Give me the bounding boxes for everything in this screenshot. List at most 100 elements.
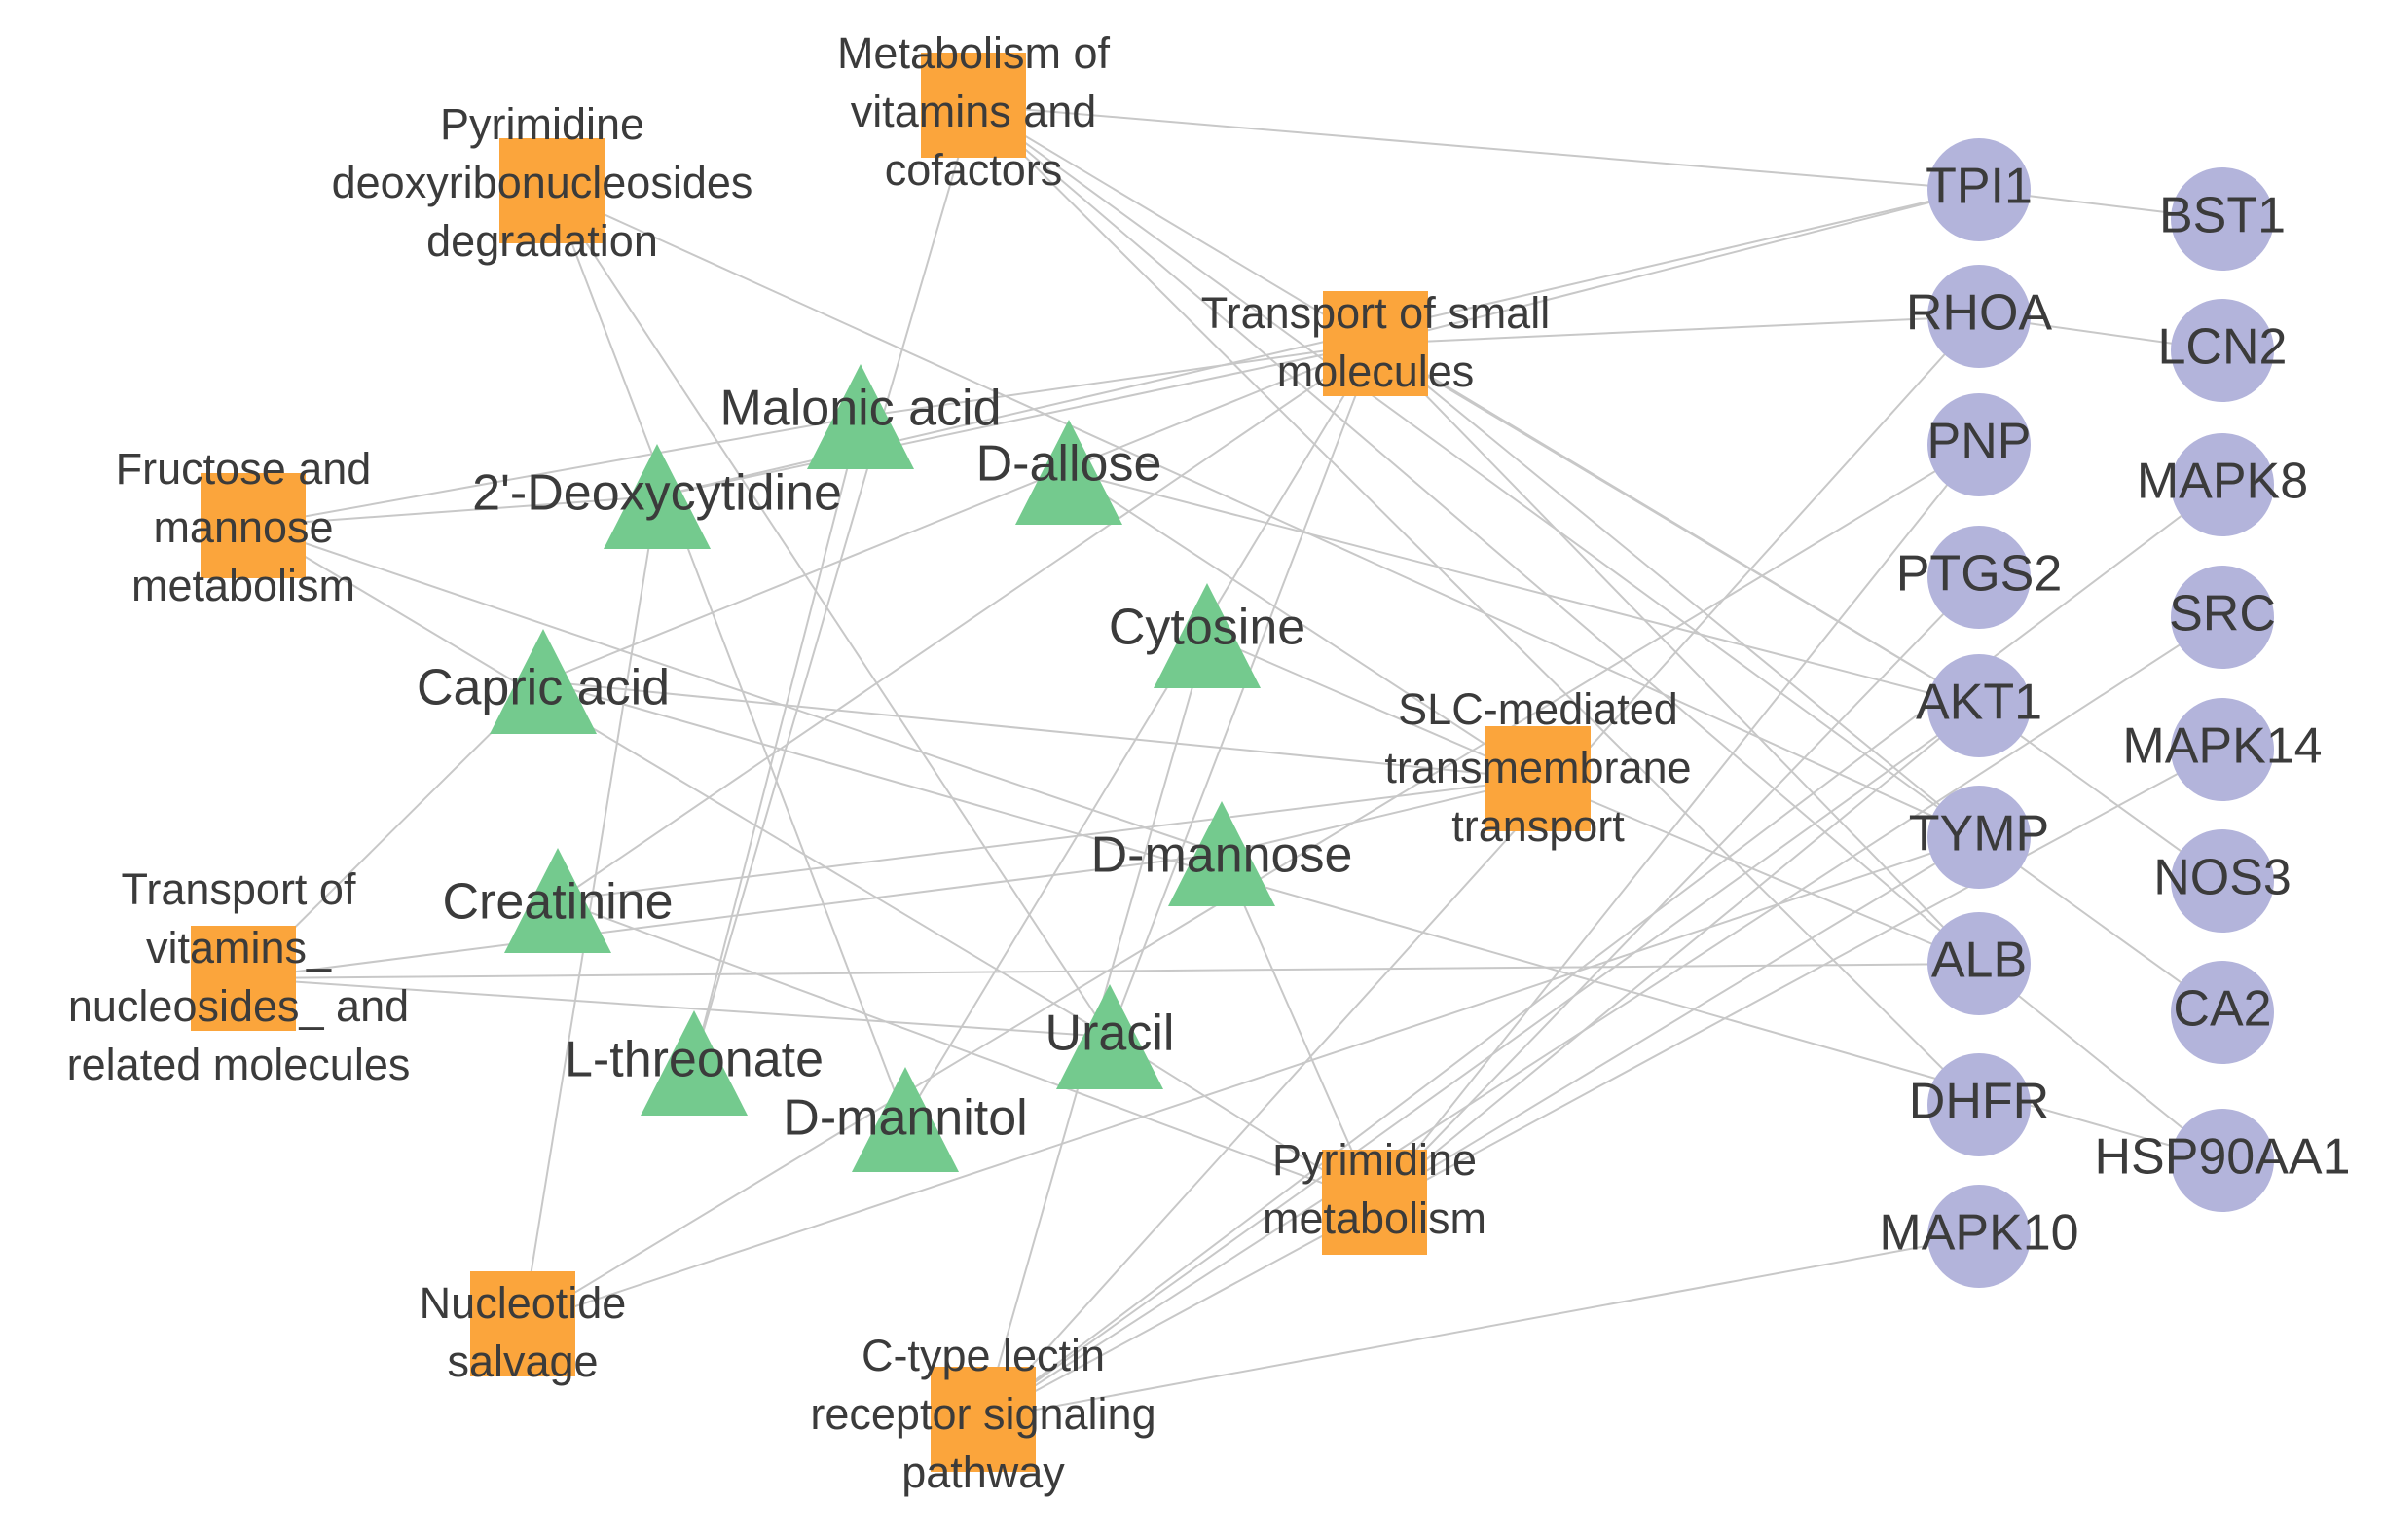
target-circle — [1927, 265, 2031, 368]
metabolite-node-dallose[interactable]: D-allose — [976, 420, 1162, 525]
metabolite-triangle — [852, 1067, 959, 1172]
pathway-label-line: Fructose and — [116, 444, 372, 494]
metabolite-node-capric[interactable]: Capric acid — [417, 629, 670, 734]
pathway-label: Transport of vitamins_ nucleosides_ and rel… — [67, 864, 411, 1089]
target-node-nos3[interactable]: NOS3 — [2153, 829, 2292, 933]
target-label: MAPK8 — [2137, 454, 2308, 510]
target-label: MAPK10 — [1879, 1205, 2078, 1262]
target-label: MAPK14 — [2122, 718, 2322, 775]
target-circle — [1927, 1185, 2031, 1288]
pathway-label-line: related molecules — [67, 1040, 411, 1089]
pathway-label-line: Pyrimidine — [440, 99, 644, 149]
target-circle — [2171, 698, 2274, 801]
edge-p_ctype-t_akt1 — [982, 705, 1980, 1420]
edge-p_pyrdeg-t_tymp — [551, 190, 1980, 838]
edge-p_transsmall-t_tpi1 — [1375, 189, 1980, 345]
pathway-label-line: nucleosides_ and — [68, 981, 409, 1031]
target-label: ALB — [1931, 933, 2027, 989]
metabolite-node-dmannitol[interactable]: D-mannitol — [783, 1067, 1028, 1172]
pathway-square — [191, 926, 296, 1031]
metabolite-node-creatinine[interactable]: Creatinine — [442, 848, 674, 953]
pathway-label-line: vitamins_ — [146, 923, 332, 972]
metabolite-label: Creatinine — [442, 874, 673, 931]
metabolite-node-lthreonate[interactable]: L-threonate — [565, 1010, 824, 1116]
target-node-tymp[interactable]: TYMP — [1909, 786, 2049, 889]
pathway-label-line: Nucleotide — [420, 1278, 627, 1328]
metabolite-node-uracil[interactable]: Uracil — [1045, 984, 1175, 1089]
target-node-lcn2[interactable]: LCN2 — [2158, 299, 2288, 402]
target-node-mapk14[interactable]: MAPK14 — [2122, 698, 2323, 801]
edge-p_ctype-t_src — [982, 616, 2223, 1420]
target-label: PTGS2 — [1896, 546, 2063, 603]
target-circle — [2171, 566, 2274, 669]
edge-p_pyrmet-m_creatinine — [557, 899, 1375, 1203]
edge-p_transvit-m_uracil — [242, 977, 1111, 1038]
edge-t_alb-t_hsp90aa1 — [1978, 963, 2223, 1161]
metabolite-triangle — [504, 848, 611, 953]
metabolite-label: D-mannose — [1091, 827, 1353, 884]
metabolite-node-deoxycyt[interactable]: 2'-Deoxycytidine — [472, 444, 842, 549]
target-node-bst1[interactable]: BST1 — [2159, 167, 2286, 271]
pathway-node-transvit[interactable]: Transport of vitamins_ nucleosides_ and rel… — [67, 864, 411, 1089]
target-label: SRC — [2169, 586, 2276, 642]
edge-p_transsmall-m_capric — [542, 343, 1376, 682]
edge-p_transsmall-t_akt1 — [1375, 343, 1980, 707]
edge-p_ctype-t_mapk10 — [982, 1235, 1980, 1420]
metabolite-node-malonic[interactable]: Malonic acid — [719, 364, 1002, 469]
target-node-ptgs2[interactable]: PTGS2 — [1896, 526, 2063, 629]
metabolite-label: D-allose — [976, 436, 1162, 493]
edge-p_ctype-t_rhoa — [982, 315, 1980, 1420]
target-node-hsp90aa1[interactable]: HSP90AA1 — [2094, 1109, 2351, 1212]
target-node-src[interactable]: SRC — [2169, 566, 2276, 669]
edge-p_fructose-m_deoxycyt — [252, 495, 658, 527]
pathway-label-line: Transport of — [122, 864, 356, 914]
edge-p_fructose-m_dmannose — [252, 525, 1223, 855]
target-label: AKT1 — [1916, 675, 2042, 731]
target-circle — [1927, 138, 2031, 241]
edge-p_slc-t_alb — [1537, 778, 1980, 965]
target-node-rhoa[interactable]: RHOA — [1906, 265, 2053, 368]
target-node-alb[interactable]: ALB — [1927, 912, 2031, 1015]
target-node-mapk10[interactable]: MAPK10 — [1879, 1185, 2079, 1288]
target-circle — [1927, 1053, 2031, 1156]
pathway-label-line: Metabolism of — [837, 28, 1111, 78]
target-circle — [2171, 961, 2274, 1064]
target-node-ca2[interactable]: CA2 — [2171, 961, 2274, 1064]
target-node-pnp[interactable]: PNP — [1927, 393, 2032, 496]
edge-p_metvit-t_alb — [972, 104, 1980, 965]
target-label: TYMP — [1909, 806, 2049, 862]
metabolite-node-cytosine[interactable]: Cytosine — [1109, 583, 1305, 688]
edge-p_transsmall-m_uracil — [1109, 343, 1376, 1038]
target-node-tpi1[interactable]: TPI1 — [1926, 138, 2033, 241]
edge-p_transsmall-t_rhoa — [1375, 315, 1980, 345]
pathway-label-line: deoxyribonucleosides — [332, 158, 753, 207]
pathway-label-line: metabolism — [1263, 1193, 1486, 1243]
metabolite-triangle — [641, 1010, 748, 1116]
edge-p_slc-m_cytosine — [1206, 635, 1539, 780]
target-node-akt1[interactable]: AKT1 — [1916, 654, 2042, 757]
target-label: DHFR — [1909, 1074, 2049, 1130]
edge-p_pyrdeg-m_dmannitol — [551, 190, 906, 1120]
metabolite-label: D-mannitol — [783, 1090, 1027, 1147]
pathway-square — [1322, 1150, 1427, 1255]
edge-p_transsmall-m_malonic — [860, 343, 1376, 418]
metabolite-triangle — [490, 629, 597, 734]
target-node-dhfr[interactable]: DHFR — [1909, 1053, 2049, 1156]
pathway-square — [1485, 726, 1591, 831]
metabolite-node-dmannose[interactable]: D-mannose — [1091, 801, 1353, 906]
metabolite-triangle — [1056, 984, 1163, 1089]
target-node-mapk8[interactable]: MAPK8 — [2137, 433, 2308, 536]
edge-p_metvit-t_tymp — [972, 104, 1980, 838]
